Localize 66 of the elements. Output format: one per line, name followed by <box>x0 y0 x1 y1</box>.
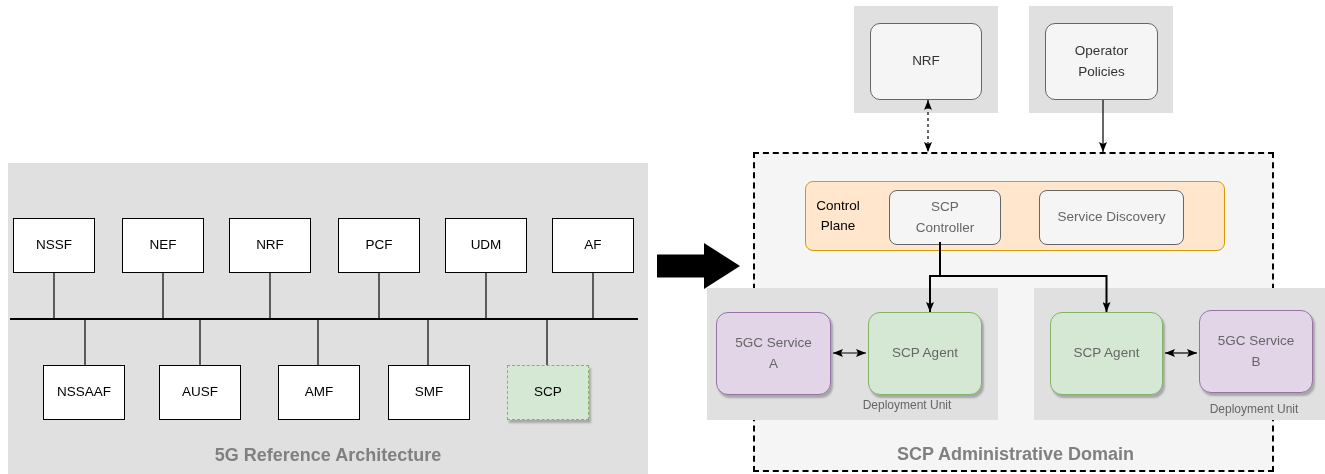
arrow <box>924 99 932 153</box>
node-label: Operator Policies <box>1073 42 1130 81</box>
agent-box <box>868 312 982 395</box>
deployment-unit-panel <box>1034 288 1325 420</box>
rounded-box <box>1045 23 1158 100</box>
panel <box>8 163 648 474</box>
node-label: Service Discovery <box>1056 208 1167 227</box>
connector-line <box>546 319 548 366</box>
node-label: SCP Controller <box>914 198 976 237</box>
node-label: AUSF <box>181 383 219 402</box>
connector-line <box>427 319 429 366</box>
node-label: NEF <box>148 236 178 255</box>
rounded-box <box>1039 190 1184 245</box>
node-label: 5GC Service B <box>1216 332 1296 371</box>
connector-line <box>199 319 201 366</box>
node-label: Control Plane <box>815 196 861 235</box>
network-function-box <box>445 218 527 273</box>
deployment-unit-panel <box>707 288 998 420</box>
node-label: NRF <box>255 236 285 255</box>
node-label: 5GC Service A <box>734 334 813 373</box>
arrow <box>832 349 867 357</box>
node-label: Deployment Unit <box>861 397 953 414</box>
network-function-box <box>159 365 241 420</box>
network-function-box <box>388 365 470 420</box>
network-function-box <box>507 365 589 420</box>
network-function-box <box>43 365 125 420</box>
panel <box>854 6 998 113</box>
arrow <box>1164 349 1198 357</box>
panel-title: SCP Administrative Domain <box>895 442 1136 466</box>
connector-line <box>485 272 487 319</box>
node-label: SCP <box>533 383 563 402</box>
connector-line <box>269 272 271 319</box>
arrow <box>1099 99 1107 153</box>
network-function-box <box>278 365 360 420</box>
panel-title: 5G Reference Architecture <box>213 443 443 467</box>
service-box <box>716 312 831 395</box>
node-label: AMF <box>303 383 335 402</box>
node-label: Deployment Unit <box>1208 401 1300 418</box>
control-plane-box <box>805 181 1225 251</box>
panel <box>1029 6 1173 113</box>
service-box <box>1199 310 1313 393</box>
rounded-box <box>889 190 1001 245</box>
network-function-box <box>13 218 95 273</box>
node-label: PCF <box>364 236 394 255</box>
connector-line <box>84 319 86 366</box>
network-function-box <box>552 218 634 273</box>
bus-line <box>10 318 638 320</box>
network-function-box <box>338 218 420 273</box>
connector-line <box>592 272 594 319</box>
agent-box <box>1050 312 1163 395</box>
node-label: NSSAAF <box>56 383 112 402</box>
block-arrow <box>657 243 740 289</box>
node-label: SCP Agent <box>1072 344 1141 363</box>
connector-line <box>53 272 55 319</box>
node-label: NSSF <box>35 236 73 255</box>
node-label: NRF <box>911 52 941 71</box>
connector-line <box>378 272 380 319</box>
network-function-box <box>122 218 204 273</box>
connector-line <box>162 272 164 319</box>
node-label: AF <box>583 236 603 255</box>
network-function-box <box>229 218 311 273</box>
node-label: UDM <box>469 236 503 255</box>
node-label: SMF <box>413 383 445 402</box>
connector-line <box>317 319 319 366</box>
node-label: SCP Agent <box>891 344 959 363</box>
rounded-box <box>870 23 982 100</box>
